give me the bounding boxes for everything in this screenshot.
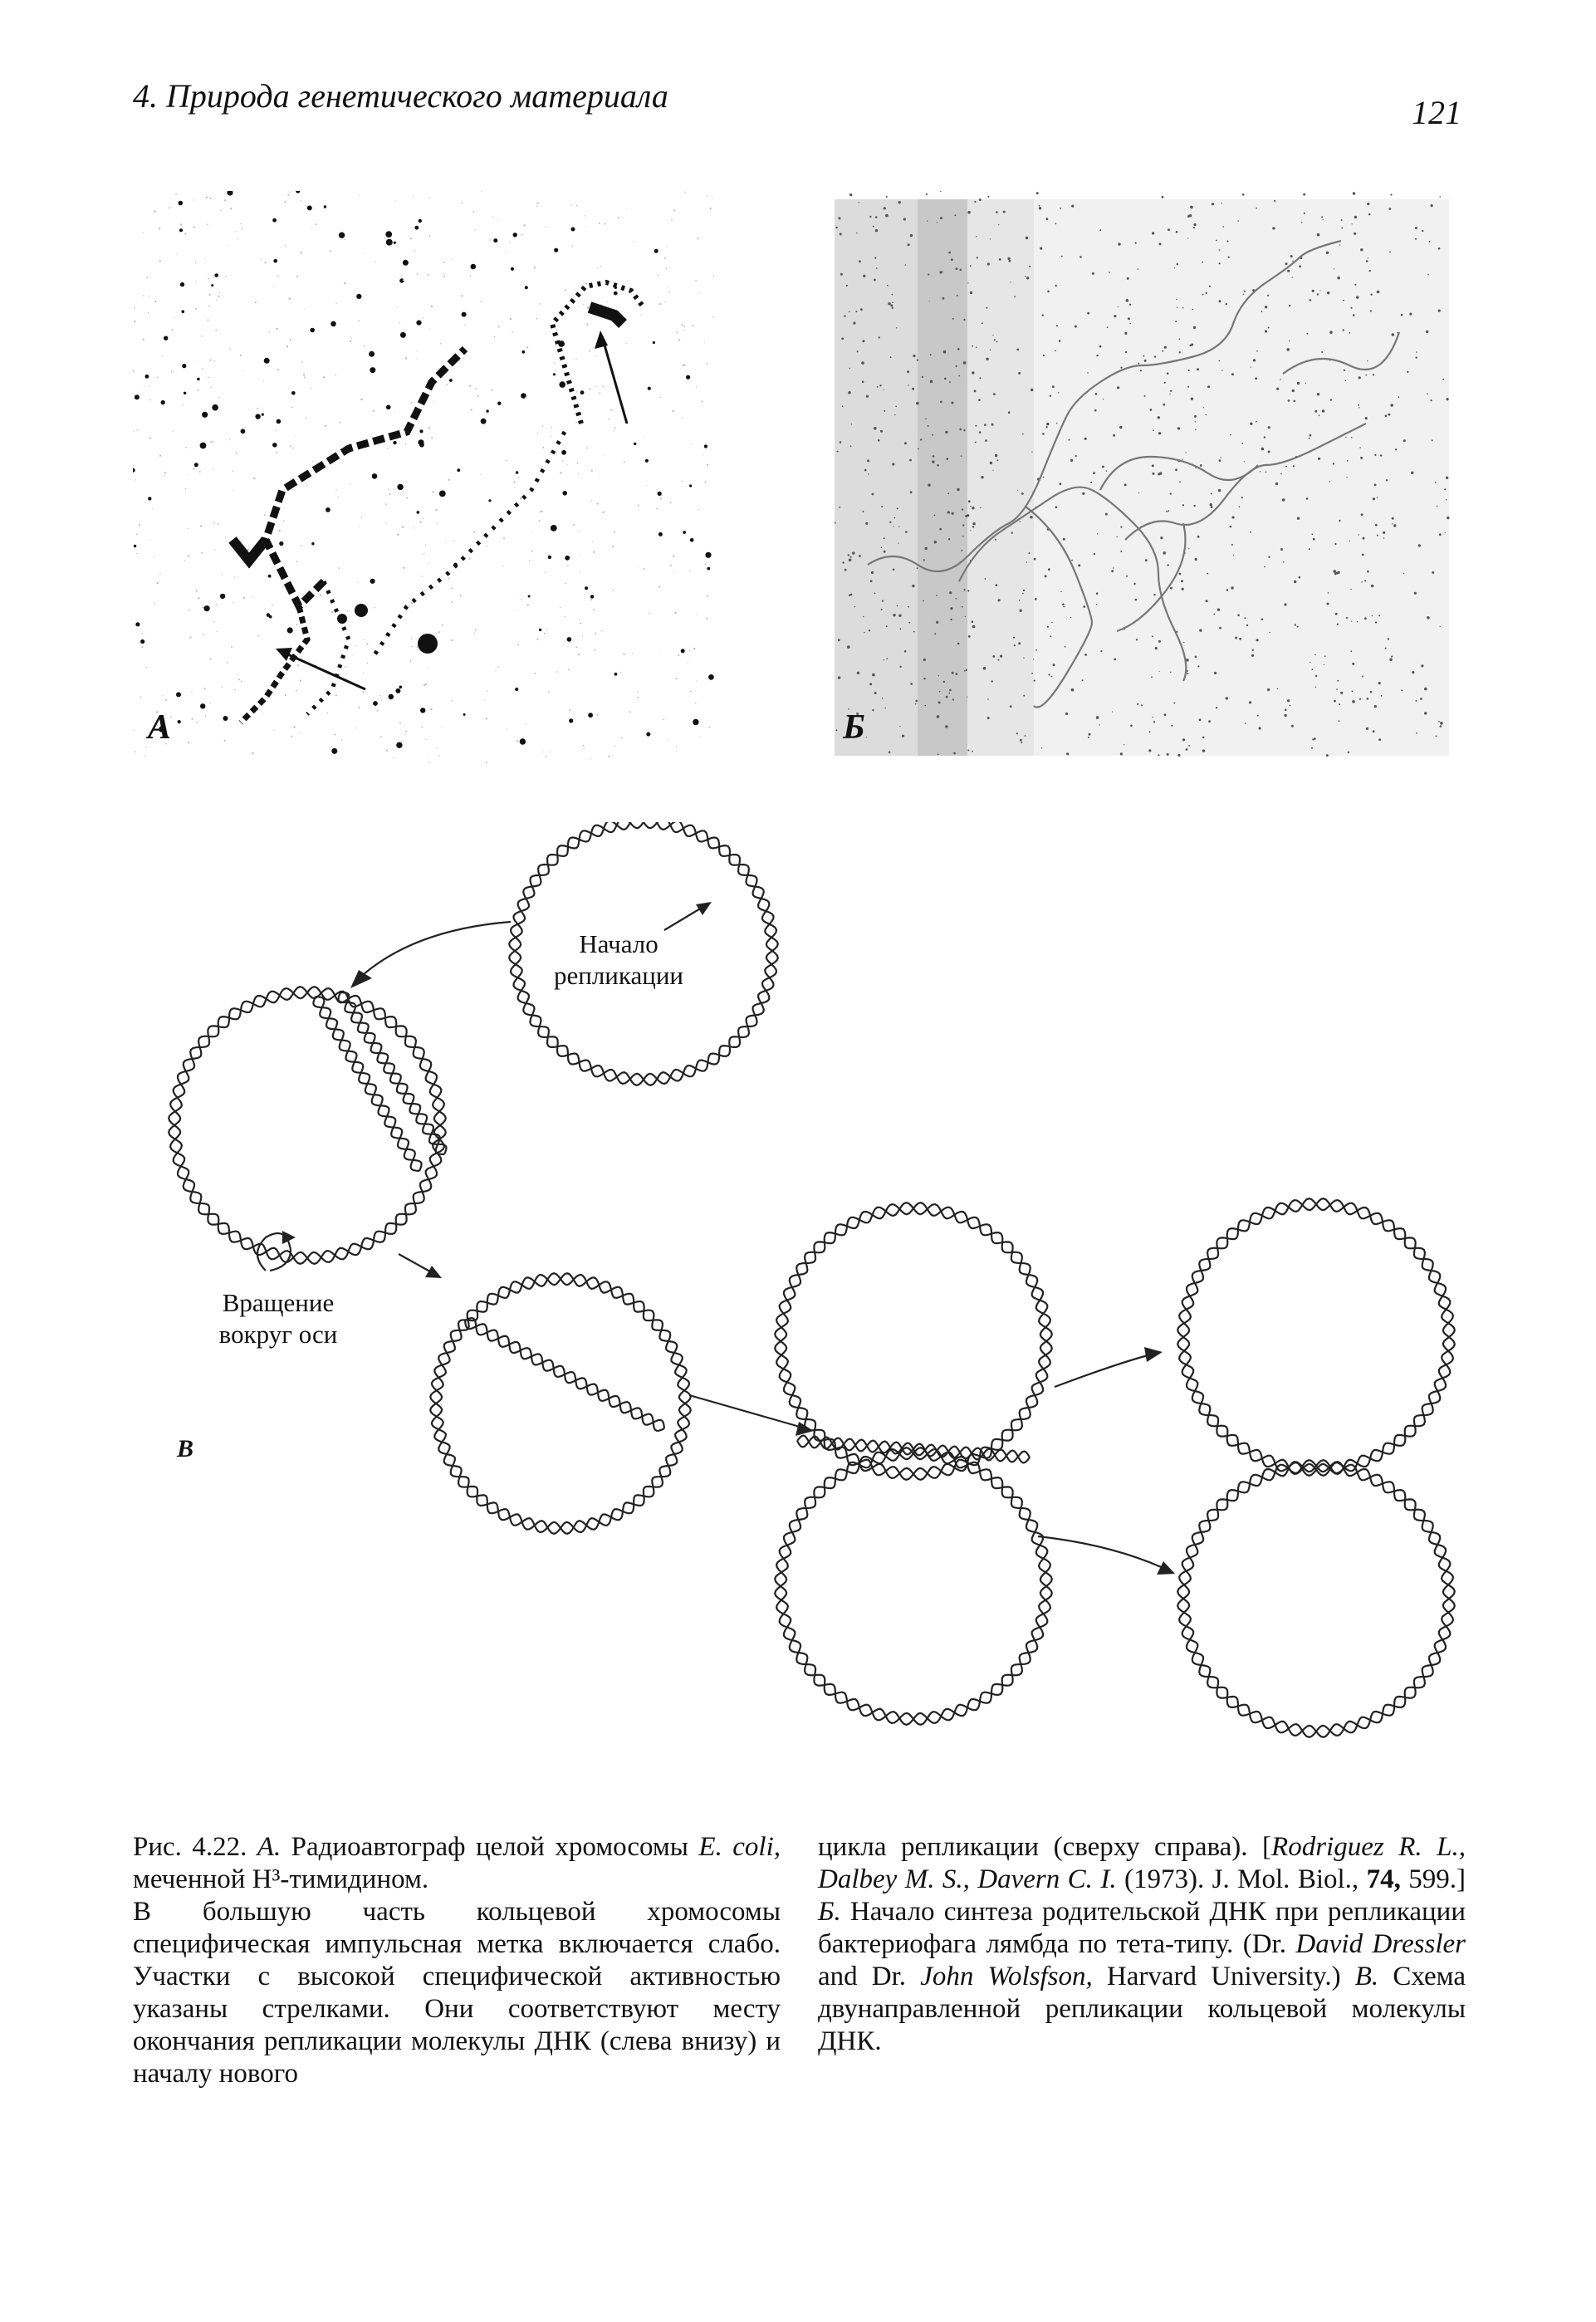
- radioautograph-photo: А: [130, 189, 715, 764]
- dna-helix-strand: [429, 1272, 692, 1535]
- replication-scheme-svg: [168, 816, 1456, 1738]
- arrow-to-step2: [352, 920, 512, 985]
- dna-helix-strand: [1177, 1459, 1456, 1738]
- dna-helix-strand: [774, 1202, 1053, 1481]
- dna-helix-strand: [168, 986, 447, 1265]
- replication-scheme-diagram: Начало репликации Вращение вокруг оси В: [133, 816, 1495, 1777]
- dna-helix-strand: [774, 1447, 1053, 1726]
- page-number: 121: [1412, 94, 1461, 131]
- dna-helix-strand: [315, 995, 420, 1173]
- origin-of-replication-label: Начало репликации: [553, 929, 684, 990]
- electron-micrograph-photo: Б: [834, 190, 1466, 764]
- dna-helix-strand: [168, 986, 447, 1265]
- dna-helix-strand: [464, 1317, 665, 1432]
- panel-label-b: Б: [843, 708, 865, 747]
- figure-caption-left: Рис. 4.22. А. Радиоавтограф целой хромос…: [133, 1832, 781, 2089]
- dna-helix-strand: [1177, 1198, 1456, 1477]
- dna-helix-strand: [508, 816, 779, 1086]
- electron-micrograph-image: [834, 190, 1450, 757]
- dna-helix-strand: [340, 991, 445, 1156]
- dna-helix-strand: [429, 1272, 692, 1535]
- panel-label-v: В: [177, 1435, 194, 1462]
- dna-helix-strand: [774, 1202, 1053, 1481]
- panel-label-a: А: [148, 708, 172, 747]
- radioautograph-image: [130, 189, 715, 764]
- dna-helix-strand: [774, 1447, 1053, 1726]
- figure-caption-right: цикла репликации (сверху справа). [Rodri…: [818, 1832, 1466, 2056]
- running-header: 4. Природа генетического материала: [133, 77, 668, 115]
- dna-helix-strand: [1177, 1198, 1456, 1477]
- dna-helix-strand: [796, 1434, 1031, 1464]
- rotation-label: Вращение вокруг оси: [218, 1288, 338, 1349]
- dna-helix-strand: [1177, 1459, 1456, 1738]
